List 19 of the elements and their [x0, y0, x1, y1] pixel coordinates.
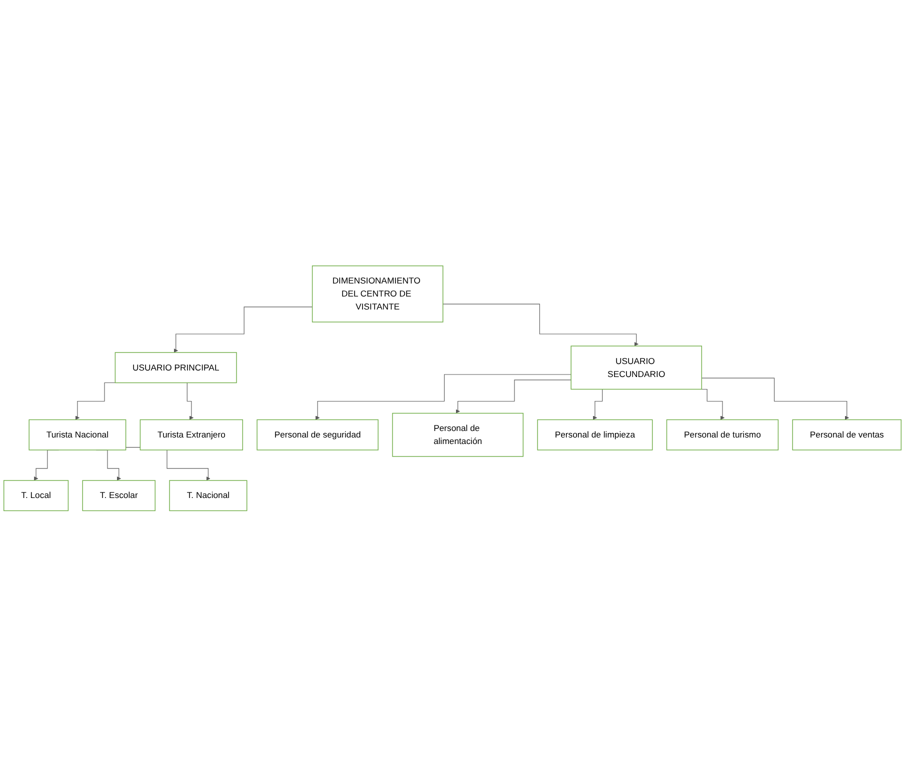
node-box	[312, 265, 444, 322]
arrow	[174, 306, 313, 352]
arrow	[315, 374, 572, 420]
node-box	[537, 419, 653, 450]
node-box	[28, 419, 126, 450]
node-box	[140, 419, 244, 450]
node-box	[82, 480, 156, 511]
node-box	[256, 419, 378, 450]
node-box	[570, 345, 702, 390]
arrow	[456, 379, 572, 414]
node-box	[169, 480, 248, 511]
node-box	[792, 419, 902, 450]
node-box	[3, 480, 69, 511]
arrow	[442, 303, 638, 346]
hierarchy-diagram: DIMENSIONAMIENTO DEL CENTRO DE VISITANTE USUARIO PRINCIPAL USUARIO SECUNDARIO Turista Nacional Turista Extranjero T. Local T. Escolar T. Nacional Personal de seguridad Personal de alimentación Personal de limpieza Personal de turismo Personal de ventas	[0, 262, 905, 514]
arrow	[701, 378, 849, 420]
node-box	[114, 352, 237, 383]
node-box	[666, 419, 779, 450]
node-box	[392, 412, 524, 457]
